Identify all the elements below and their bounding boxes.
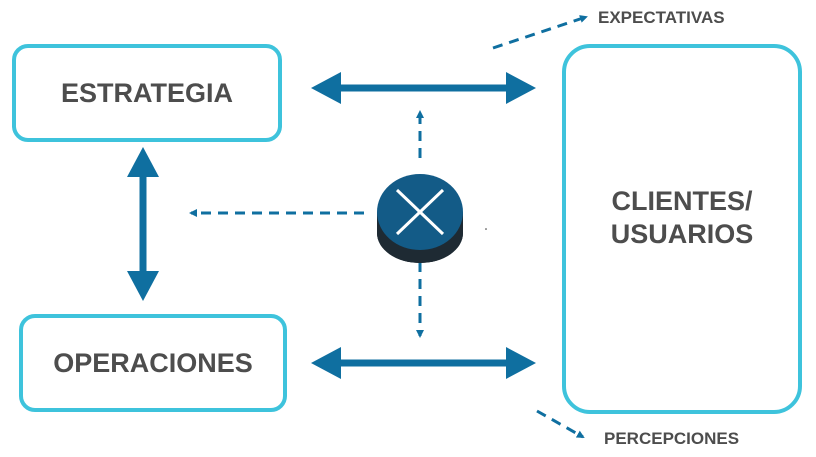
estrategia-label: ESTRATEGIA — [60, 77, 233, 108]
operaciones-label: OPERACIONES — [53, 347, 253, 378]
dashed-arrow-percepciones — [536, 409, 585, 439]
arrow-estrategia-clientes — [311, 72, 536, 104]
percepciones-label: PERCEPCIONES — [604, 429, 740, 448]
operaciones-box: OPERACIONES — [19, 314, 287, 412]
arrow-estrategia-operaciones — [127, 147, 159, 301]
dashed-arrow-expectativas — [492, 15, 588, 50]
clientes-usuarios-label: CLIENTES/ USUARIOS — [610, 186, 754, 249]
clientes-usuarios-box: CLIENTES/ USUARIOS — [562, 44, 802, 414]
estrategia-box: ESTRATEGIA — [12, 44, 282, 142]
speck — [485, 228, 487, 230]
arrow-operaciones-clientes — [311, 347, 536, 379]
expectativas-label: EXPECTATIVAS — [598, 8, 725, 27]
crossed-circle-icon — [377, 174, 463, 263]
